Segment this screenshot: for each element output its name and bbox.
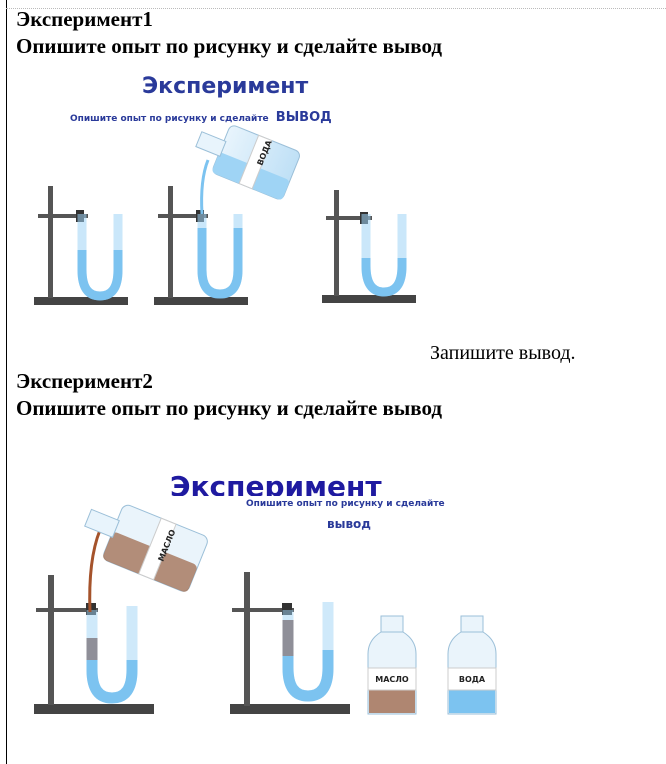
exp1-u-tube-2	[197, 214, 243, 299]
exp2-bottle-water	[447, 615, 497, 715]
exp2-oil-stream	[88, 529, 102, 613]
exp1-instruction: Опишите опыт по рисунку и сделайте вывод	[16, 34, 442, 58]
exp2-figure-subtitle-emph: вывод	[327, 517, 371, 531]
exp1-figure-title: Эксперимент	[142, 74, 309, 99]
exp2-instruction: Опишите опыт по рисунку и сделайте вывод	[16, 396, 442, 420]
exp2-bottle-oil-label: МАСЛО	[375, 675, 409, 684]
exp2-bottle-oil	[367, 615, 417, 715]
exp1-u-tube-3	[361, 214, 407, 297]
exp2-u-tube-1	[86, 606, 138, 704]
exp1-u-tube-1	[77, 214, 123, 301]
exp2-figure-title: Эксперимент	[170, 470, 382, 496]
exp2-heading: Эксперимент2	[16, 369, 153, 393]
exp1-water-stream	[200, 159, 210, 215]
exp1-pour-bottle	[195, 125, 300, 200]
exp1-heading: Эксперимент1	[16, 7, 153, 31]
page-left-border	[6, 0, 7, 764]
exp1-write-conclusion: Запишите вывод.	[430, 342, 576, 364]
exp2-pour-bottle	[84, 504, 208, 592]
exp1-figure-subtitle: Опишите опыт по рисунку и сделайте ВЫВОД	[70, 110, 332, 125]
exp2-stand-2	[230, 572, 350, 714]
exp2-figure-subtitle: Опишите опыт по рисунку и сделайте	[246, 499, 445, 509]
page-top-rule	[6, 0, 666, 9]
exp2-u-tube-2	[282, 602, 334, 702]
exp2-bottle-water-label: ВОДА	[459, 675, 486, 684]
